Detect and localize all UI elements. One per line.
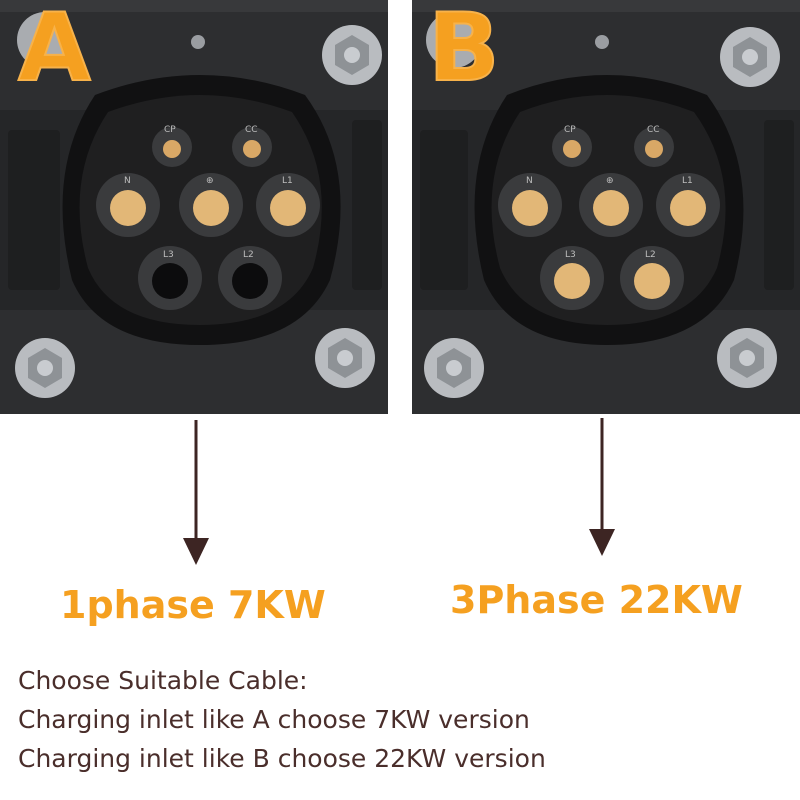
bolt-icon — [720, 27, 780, 87]
rating-label-a: 1phase 7KW — [60, 583, 326, 627]
pin-cc — [634, 127, 674, 167]
bolt-icon — [322, 25, 382, 85]
pin-label-l3: L3 — [565, 250, 576, 260]
instructions-line-b: Charging inlet like B choose 22KW versio… — [18, 744, 546, 773]
bolt-icon — [717, 328, 777, 388]
hinge-right — [764, 120, 794, 290]
pin-pe — [579, 173, 643, 237]
pin-cp — [552, 127, 592, 167]
pin-l1 — [256, 173, 320, 237]
pin-l1 — [656, 173, 720, 237]
pin-n — [96, 173, 160, 237]
bolt-icon — [424, 338, 484, 398]
pin-label-l3: L3 — [163, 250, 174, 260]
pin-n — [498, 173, 562, 237]
bolt-icon — [17, 12, 73, 68]
bolt-icon — [15, 338, 75, 398]
inlet-photo-b: CP CC N ⊕ L1 L3 L2 B — [412, 0, 800, 414]
pin-label-cc: CC — [245, 125, 258, 135]
pin-cp — [152, 127, 192, 167]
pin-l3-empty — [138, 246, 202, 310]
panel-letter-a: A — [17, 0, 92, 103]
inlet-b-illustration: CP CC N ⊕ L1 L3 L2 — [412, 0, 800, 414]
pin-label-n: N — [526, 176, 533, 186]
pin-label-cp: CP — [164, 125, 176, 135]
pin-label-l1: L1 — [282, 176, 293, 186]
instructions-line-a: Charging inlet like A choose 7KW version — [18, 705, 530, 734]
inlet-a-illustration: CP CC N ⊕ L1 L3 L2 — [0, 0, 388, 414]
pin-label-n: N — [124, 176, 131, 186]
bolt-icon — [315, 328, 375, 388]
pin-l2-empty — [218, 246, 282, 310]
pin-l3 — [540, 246, 604, 310]
hinge-right — [352, 120, 382, 290]
bolt-icon — [426, 12, 482, 68]
panel-letter-b: B — [427, 0, 501, 103]
pin-label-l1: L1 — [682, 176, 693, 186]
pin-label-cp: CP — [564, 125, 576, 135]
inlet-photo-a: CP CC N ⊕ L1 L3 L2 A — [0, 0, 388, 414]
pin-pe — [179, 173, 243, 237]
pin-label-pe: ⊕ — [206, 176, 214, 186]
down-arrow-icon — [183, 420, 209, 565]
down-arrow-icon — [589, 418, 615, 556]
pin-cc — [232, 127, 272, 167]
pin-l2 — [620, 246, 684, 310]
screw-icon — [191, 35, 205, 49]
pin-label-cc: CC — [647, 125, 660, 135]
pin-label-pe: ⊕ — [606, 176, 614, 186]
screw-icon — [595, 35, 609, 49]
hinge-left — [420, 130, 468, 290]
pin-label-l2: L2 — [243, 250, 254, 260]
pin-label-l2: L2 — [645, 250, 656, 260]
instructions-heading: Choose Suitable Cable: — [18, 666, 308, 695]
hinge-left — [8, 130, 60, 290]
rating-label-b: 3Phase 22KW — [450, 578, 743, 622]
